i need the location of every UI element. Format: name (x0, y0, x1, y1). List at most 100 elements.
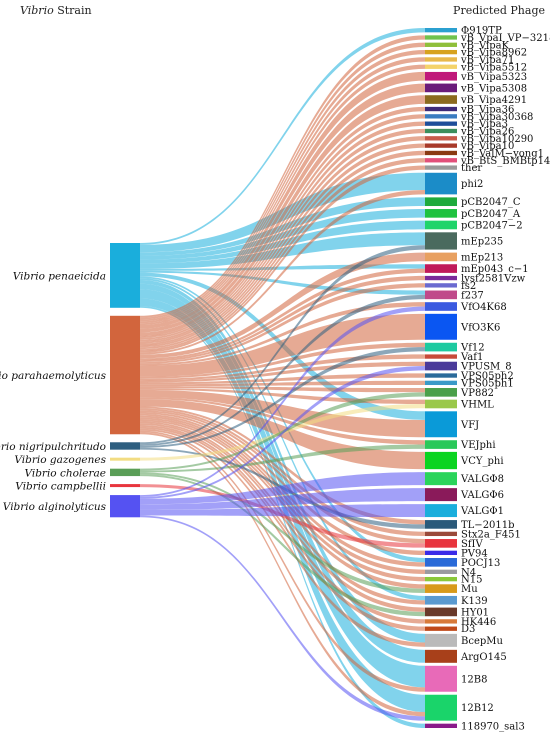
flow-parahaemolyticus-to-24 (140, 268, 425, 361)
source-node-cholerae (110, 468, 140, 477)
source-node-gazogenes (110, 457, 140, 461)
target-node-22 (425, 232, 457, 250)
target-label-30: Vf12 (460, 343, 485, 354)
target-label-4: vB_Vipa71 (460, 55, 514, 66)
flow-parahaemolyticus-to-52 (140, 423, 425, 612)
flow-penaeicida-to-0 (140, 28, 425, 245)
target-node-36 (425, 399, 457, 409)
target-label-19: pCB2047_C (461, 197, 521, 208)
flow-penaeicida-to-20 (140, 209, 425, 260)
target-label-7: vB_Vipa5308 (460, 83, 527, 94)
target-label-46: PV94 (461, 548, 488, 559)
target-node-28 (425, 302, 457, 311)
target-label-55: BcepMu (461, 636, 504, 647)
target-node-0 (425, 28, 457, 33)
flow-parahaemolyticus-to-23 (140, 252, 425, 359)
target-nodes: Φ919TPvB_VpaI_VP−3218vB_VipaKvB_Vipa8962… (425, 26, 550, 732)
flow-parahaemolyticus-to-1 (140, 35, 425, 318)
target-node-25 (425, 275, 457, 281)
source-node-alginolyticus (110, 495, 140, 518)
flow-nigripulchritudo-to-22 (140, 245, 425, 445)
flow-alginolyticus-to-40 (140, 472, 425, 505)
target-node-35 (425, 388, 457, 397)
target-label-35: VP882 (460, 388, 494, 399)
flow-parahaemolyticus-to-46 (140, 412, 425, 556)
target-label-12: vB_Vipa26 (460, 126, 514, 137)
flow-parahaemolyticus-to-18 (140, 190, 425, 355)
target-node-26 (425, 283, 457, 288)
source-node-nigripulchritudo (110, 442, 140, 450)
source-label-parahaemolyticus: Vibrio parahaemolyticus (0, 370, 107, 382)
links-layer (140, 28, 425, 728)
flow-alginolyticus-to-32 (140, 366, 425, 499)
target-label-59: 118970_sal3 (461, 721, 525, 732)
target-node-59 (425, 723, 457, 728)
target-node-57 (425, 665, 457, 692)
target-node-41 (425, 488, 457, 502)
flow-parahaemolyticus-to-38 (140, 397, 425, 445)
target-label-27: f237 (461, 290, 484, 301)
target-label-50: Mu (461, 584, 478, 595)
target-node-1 (425, 35, 457, 40)
flow-parahaemolyticus-to-37 (140, 389, 425, 438)
target-label-29: VfO3K6 (460, 322, 500, 333)
target-label-18: phi2 (461, 179, 483, 190)
target-node-30 (425, 342, 457, 352)
flow-nigripulchritudo-to-27 (140, 294, 425, 446)
target-node-3 (425, 49, 457, 55)
flow-parahaemolyticus-to-36 (140, 387, 425, 404)
target-node-24 (425, 264, 457, 273)
target-node-33 (425, 373, 457, 378)
target-label-23: mEp213 (461, 252, 503, 263)
flow-parahaemolyticus-to-25 (140, 275, 425, 363)
target-node-5 (425, 64, 457, 69)
flow-parahaemolyticus-to-15 (140, 150, 425, 350)
target-node-9 (425, 106, 457, 112)
target-node-45 (425, 539, 457, 548)
target-label-10: vB_Vipa30368 (460, 112, 533, 123)
target-label-16: vB_BtS_BMBtp14 (460, 156, 550, 167)
target-node-23 (425, 252, 457, 262)
target-node-54 (425, 626, 457, 631)
flow-nigripulchritudo-to-30 (140, 347, 425, 448)
target-node-49 (425, 576, 457, 582)
flow-parahaemolyticus-to-9 (140, 106, 425, 339)
flow-parahaemolyticus-to-8 (140, 95, 425, 337)
flow-parahaemolyticus-to-30 (140, 342, 425, 379)
source-node-parahaemolyticus (110, 315, 140, 435)
target-node-53 (425, 619, 457, 624)
target-label-9: vB_Vipa36 (460, 105, 514, 116)
source-node-campbellii (110, 484, 140, 488)
target-node-51 (425, 595, 457, 605)
flow-penaeicida-to-18 (140, 172, 425, 253)
flow-parahaemolyticus-to-26 (140, 283, 425, 364)
flow-parahaemolyticus-to-43 (140, 406, 425, 525)
target-label-13: vB_Vipa10290 (460, 134, 533, 145)
target-node-17 (425, 165, 457, 170)
target-label-49: N15 (461, 575, 482, 586)
target-label-44: Stx2a_F451 (461, 529, 521, 540)
target-node-56 (425, 649, 457, 663)
target-label-39: VCY_phi (460, 456, 504, 467)
source-node-penaeicida (110, 243, 140, 308)
flow-parahaemolyticus-to-48 (140, 415, 425, 574)
target-node-18 (425, 172, 457, 195)
target-node-48 (425, 569, 457, 574)
target-node-32 (425, 361, 457, 371)
target-node-34 (425, 380, 457, 386)
flow-alginolyticus-to-41 (140, 488, 425, 510)
strain-header: Vibrio Strain (20, 4, 92, 17)
phage-header: Predicted Phage (453, 4, 545, 17)
source-label-penaeicida: Vibrio penaeicida (13, 270, 106, 282)
target-node-12 (425, 128, 457, 134)
source-label-alginolyticus: Vibrio alginolyticus (3, 501, 107, 513)
target-label-40: VALGΦ8 (460, 474, 504, 485)
flow-alginolyticus-to-58 (140, 515, 425, 721)
target-label-58: 12B12 (461, 703, 494, 714)
target-label-14: vB_Vipa10 (460, 141, 514, 152)
target-label-37: VFJ (460, 420, 479, 431)
flow-parahaemolyticus-to-12 (140, 128, 425, 344)
flow-parahaemolyticus-to-4 (140, 57, 425, 324)
target-label-3: vB_Vipa8962 (460, 48, 527, 59)
